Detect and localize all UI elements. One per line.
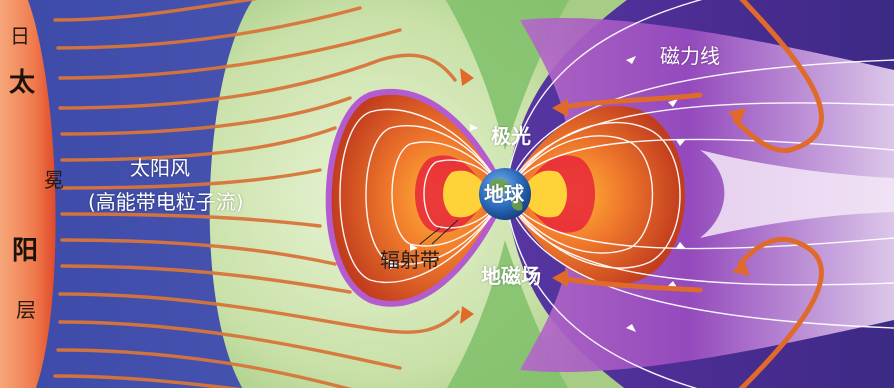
sun-label-char: 阳: [12, 236, 39, 266]
field-arrow: [668, 99, 678, 107]
solar-wind-note: (高能带电粒子流): [88, 190, 244, 214]
sun-label-char: 冕: [44, 168, 64, 192]
tail-flow-arrows: [557, 0, 824, 388]
radiation-belt-leader: [431, 219, 459, 245]
field-arrow: [626, 56, 636, 64]
radiation-belt-left-inner: [443, 170, 490, 218]
tail-neutral-sheet: [700, 150, 894, 238]
field-arrow: [470, 124, 478, 131]
earth-continent: [490, 178, 510, 194]
field-arrow: [410, 244, 418, 251]
sun-label-char: 太: [9, 68, 36, 98]
sun-label-char: 日: [10, 24, 30, 48]
earth-label: 地球: [484, 182, 524, 206]
field-arrow: [676, 139, 686, 146]
solar-wind-lines: [53, 0, 460, 388]
field-arrow: [626, 324, 636, 332]
radiation-belt-right-inner: [520, 170, 567, 218]
radiation-belt-leader: [419, 227, 441, 245]
field-arrow: [390, 262, 398, 269]
field-lines-label: 磁力线: [660, 44, 720, 68]
sun-corona: [0, 0, 56, 388]
radiation-belt-label: 辐射带: [380, 248, 440, 272]
magnetic-field-label: 地磁场: [481, 264, 541, 288]
aurora-label: 极光: [491, 124, 531, 148]
tail-arrow-heads: [460, 68, 750, 324]
field-lines-dayside: [339, 108, 506, 284]
solar-wind-label: 太阳风: [130, 156, 190, 180]
field-arrow: [676, 242, 686, 249]
earth-continent: [511, 198, 523, 211]
sun-label-char: 层: [16, 298, 36, 322]
